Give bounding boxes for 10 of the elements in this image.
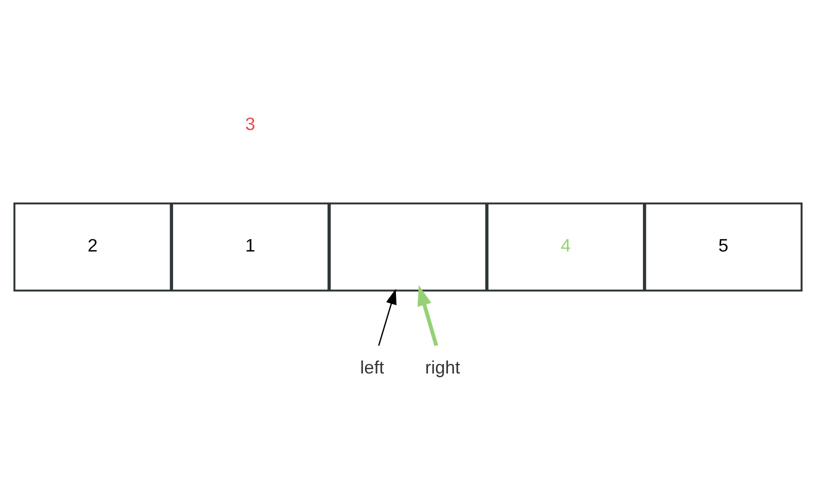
node-text: left	[360, 357, 384, 378]
node-box: 4	[486, 202, 645, 292]
node-box	[328, 202, 488, 292]
arrow	[378, 288, 396, 346]
arrow	[418, 284, 438, 346]
node-text: right	[425, 357, 460, 378]
node-box: 5	[644, 202, 803, 292]
node-box: 1	[171, 202, 330, 292]
label: 3	[245, 113, 256, 134]
node-box: 2	[13, 202, 172, 292]
